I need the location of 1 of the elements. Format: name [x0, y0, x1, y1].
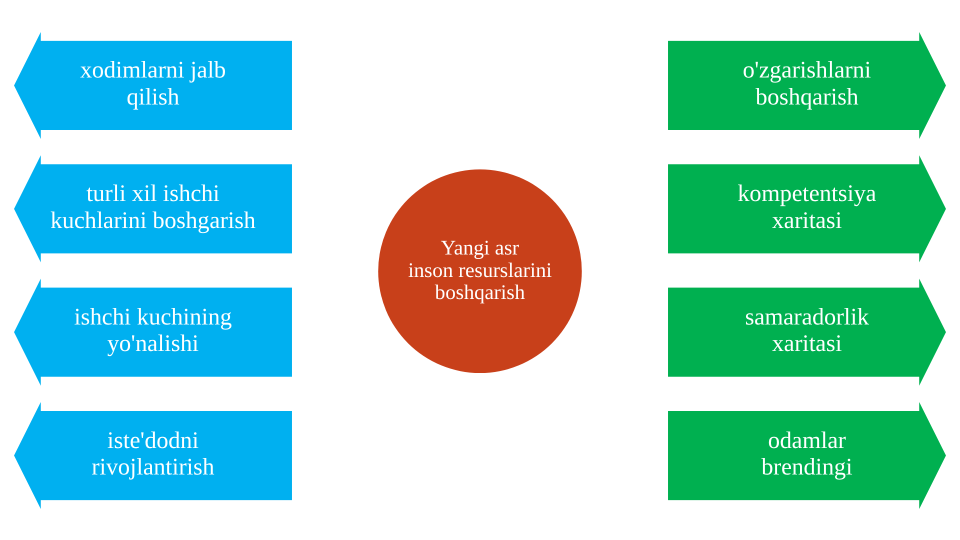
node-circle: Yangi asr inson resurslarini boshqarish: [378, 168, 582, 373]
